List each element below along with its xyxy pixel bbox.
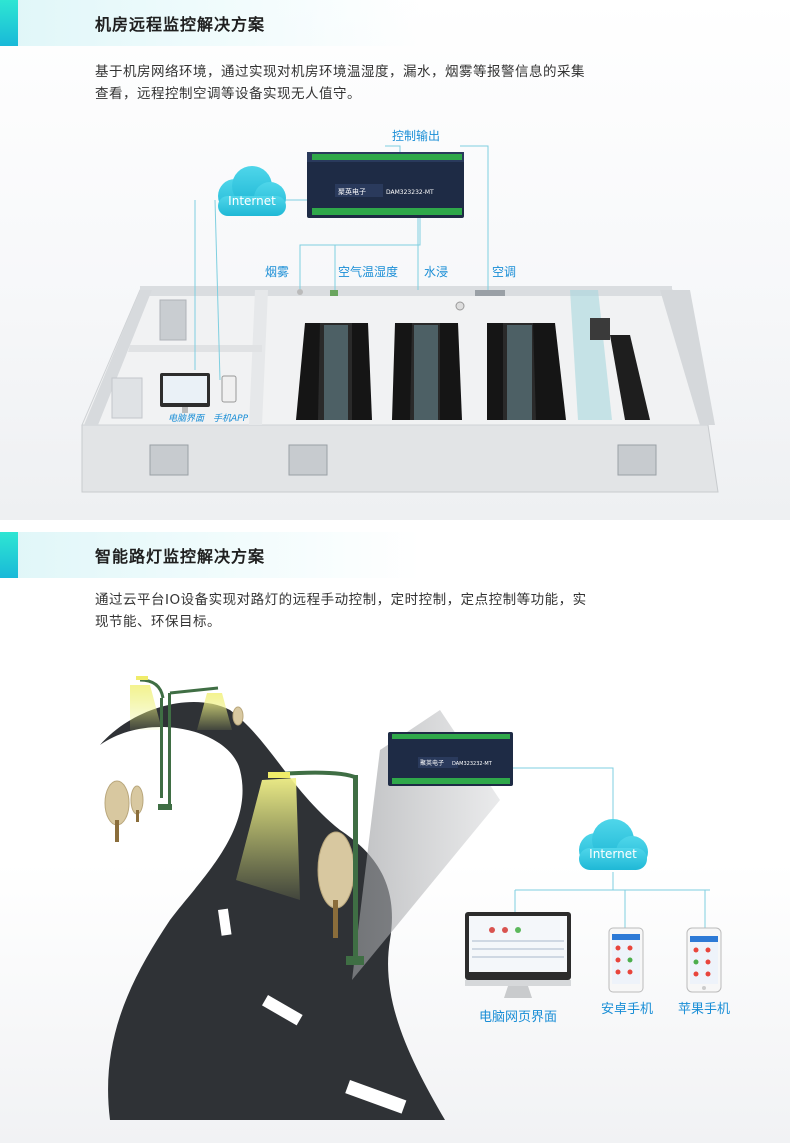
io-controller-device: 聚英电子 DAM323232-MT bbox=[307, 152, 464, 218]
device-model: DAM323232-MT bbox=[386, 189, 434, 196]
server-room-diagram: 电脑界面 手机APP Internet bbox=[81, 128, 719, 493]
smoke-sensor-label: 烟雾 bbox=[265, 265, 289, 279]
pc-screen bbox=[163, 376, 207, 403]
internet-cloud: Internet bbox=[579, 819, 648, 870]
phone bbox=[221, 375, 237, 403]
cabinet bbox=[590, 318, 610, 340]
lane-markings bbox=[148, 730, 407, 1114]
temp-humidity-label: 空气温湿度 bbox=[338, 264, 398, 279]
road bbox=[100, 702, 445, 1120]
partition-wall bbox=[249, 290, 268, 425]
control-output-label: 控制输出 bbox=[392, 128, 440, 143]
ups-rack bbox=[610, 335, 650, 420]
section-title: 智能路灯监控解决方案 bbox=[95, 547, 266, 566]
accent-bar bbox=[0, 532, 18, 578]
pc-ui-label: 电脑界面 bbox=[168, 413, 206, 424]
water-sensor-label: 水浸 bbox=[424, 265, 448, 279]
water-sensor bbox=[455, 301, 465, 311]
right-wall bbox=[660, 290, 715, 425]
temp-humidity-sensor bbox=[330, 290, 338, 296]
smoke-sensor bbox=[297, 289, 303, 295]
street-lamp bbox=[158, 686, 232, 810]
pc-web-label: 电脑网页界面 bbox=[479, 1010, 557, 1025]
android-phone bbox=[608, 927, 644, 993]
section-banner: 机房远程监控解决方案 bbox=[0, 0, 420, 46]
android-label: 安卓手机 bbox=[601, 1002, 653, 1017]
description-line: 查看，远程控制空调等设备实现无人值守。 bbox=[95, 86, 361, 102]
office-cabinet bbox=[111, 377, 143, 419]
front-door bbox=[288, 444, 328, 476]
description-line: 基于机房网络环境，通过实现对机房环境温湿度，漏水，烟雾等报警信息的采集 bbox=[95, 64, 585, 80]
section-description: 基于机房网络环境，通过实现对机房环境温湿度，漏水，烟雾等报警信息的采集 查看，远… bbox=[95, 61, 705, 105]
pc-monitor bbox=[465, 912, 571, 998]
device-model: DAM323232-MT bbox=[452, 761, 493, 767]
section-title: 机房远程监控解决方案 bbox=[95, 15, 266, 34]
io-controller-device: 聚英电子 DAM323232-MT bbox=[388, 732, 513, 786]
description-line: 通过云平台IO设备实现对路灯的远程手动控制，定时控制，定点控制等功能，实 bbox=[95, 592, 587, 608]
left-wall bbox=[84, 290, 152, 425]
accent-bar bbox=[0, 0, 18, 46]
iphone bbox=[686, 927, 722, 993]
device-brand: 聚英电子 bbox=[420, 759, 444, 767]
cloud-label: Internet bbox=[589, 847, 637, 861]
street-light-section: 智能路灯监控解决方案 通过云平台IO设备实现对路灯的远程手动控制，定时控制，定点… bbox=[0, 520, 790, 1143]
device-brand: 聚英电子 bbox=[338, 187, 366, 196]
street-light-diagram: 聚英电子 DAM323232-MT Internet bbox=[100, 676, 730, 1120]
internet-cloud: Internet bbox=[218, 166, 286, 216]
air-conditioner bbox=[475, 290, 505, 296]
connection-lines bbox=[513, 767, 710, 928]
street-lamp bbox=[236, 770, 364, 965]
front-door bbox=[149, 444, 189, 476]
door bbox=[159, 299, 187, 341]
section-banner: 智能路灯监控解决方案 bbox=[0, 532, 420, 578]
monitor-stand bbox=[182, 407, 188, 413]
server-room-section: 机房远程监控解决方案 基于机房网络环境，通过实现对机房环境温湿度，漏水，烟雾等报… bbox=[0, 0, 790, 520]
ac-label: 空调 bbox=[492, 265, 516, 279]
section-description: 通过云平台IO设备实现对路灯的远程手动控制，定时控制，定点控制等功能，实 现节能… bbox=[95, 589, 705, 633]
iphone-label: 苹果手机 bbox=[678, 1002, 730, 1017]
street-lamp bbox=[130, 676, 165, 798]
tree-group bbox=[104, 706, 355, 938]
back-wall bbox=[140, 286, 672, 296]
connection-lines bbox=[194, 145, 489, 381]
server-rack-group bbox=[296, 323, 566, 420]
cloud-label: Internet bbox=[228, 194, 276, 208]
app-label: 手机APP bbox=[213, 413, 249, 424]
front-door bbox=[617, 444, 657, 476]
description-line: 现节能、环保目标。 bbox=[95, 614, 221, 630]
